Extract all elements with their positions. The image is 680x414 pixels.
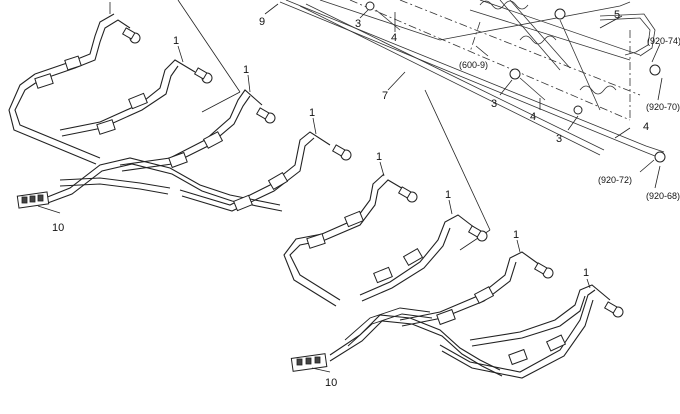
callout-3: 3 <box>556 133 562 145</box>
ref-920-74: (920-74) <box>647 36 680 46</box>
callout-10: 10 <box>52 222 64 234</box>
callout-1: 1 <box>106 0 112 3</box>
callout-10: 10 <box>325 377 337 389</box>
ref-920-70: (920-70) <box>646 102 680 112</box>
ref-920-68: (920-68) <box>646 191 680 201</box>
callout-1: 1 <box>513 229 519 241</box>
callout-4: 4 <box>530 111 536 123</box>
callout-1: 1 <box>376 151 382 163</box>
lower-harness <box>283 173 624 379</box>
callout-3: 3 <box>491 98 497 110</box>
callout-labels: 1 1 1 1 1 1 1 1 9 3 4 5 (600-9) (920-74)… <box>52 0 680 389</box>
upper-right-tubing <box>279 0 666 163</box>
callout-4: 4 <box>391 32 397 44</box>
callout-3: 3 <box>355 18 361 30</box>
callout-1: 1 <box>445 189 451 201</box>
callout-7: 7 <box>382 90 388 102</box>
ref-920-72: (920-72) <box>598 175 632 185</box>
upper-left-harness <box>8 13 352 212</box>
callout-1: 1 <box>309 107 315 119</box>
ref-600-9: (600-9) <box>459 60 488 70</box>
callout-9: 9 <box>259 16 265 28</box>
callout-1: 1 <box>583 267 589 279</box>
callout-4: 4 <box>643 121 649 133</box>
callout-5: 5 <box>614 9 620 21</box>
callout-1: 1 <box>173 35 179 47</box>
callout-1: 1 <box>243 64 249 76</box>
